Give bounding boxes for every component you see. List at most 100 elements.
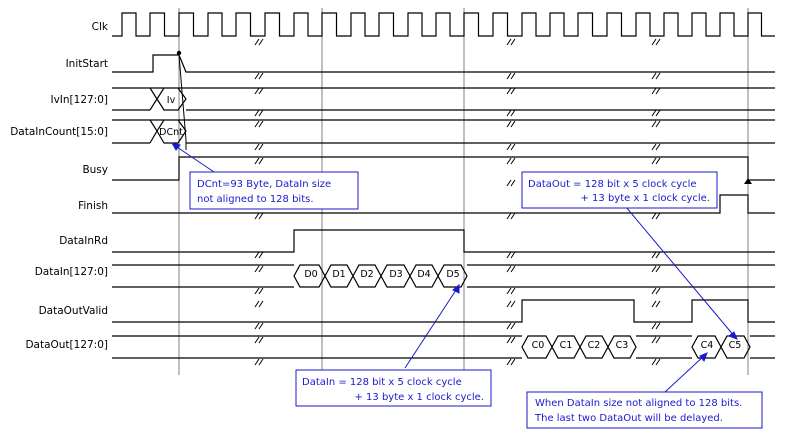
break-mark [651, 322, 661, 330]
datain-value: D5 [446, 269, 459, 280]
annotations: DCnt=93 Byte, DataIn size not aligned to… [189, 171, 763, 429]
dcnt-connector [173, 144, 215, 173]
delay-connector-head [699, 352, 708, 362]
break-mark [651, 87, 661, 95]
break-mark [506, 300, 516, 308]
wave-busy [112, 156, 775, 181]
dataout-note-box [521, 171, 718, 209]
break-marks [254, 38, 661, 366]
break-mark [506, 87, 516, 95]
datain-note-line-2: + 13 byte x 1 clock cycle. [354, 392, 484, 403]
dataout-connector [625, 206, 736, 338]
dataout-value: C0 [532, 340, 545, 351]
break-mark [254, 157, 264, 165]
break-mark [651, 287, 661, 295]
dataout-value: C4 [701, 340, 714, 351]
break-mark [651, 336, 661, 344]
annotation-connectors [170, 142, 738, 393]
label-datainrd: DataInRd [59, 235, 108, 247]
initstart-dot [176, 50, 182, 56]
bus-dataout [112, 335, 775, 359]
dataout-value: C5 [729, 340, 742, 351]
label-dataoutvalid: DataOutValid [39, 305, 108, 317]
break-mark [651, 300, 661, 308]
break-mark [506, 157, 516, 165]
datain-note: DataIn = 128 bit x 5 clock cycle + 13 by… [295, 369, 492, 407]
break-mark [254, 212, 264, 220]
label-finish: Finish [78, 200, 108, 212]
datain-connector-head [452, 283, 460, 294]
finish-arrowhead [744, 178, 752, 184]
break-mark [254, 87, 264, 95]
break-mark [506, 212, 516, 220]
signal-labels: Clk InitStart IvIn[127:0] DataInCount[15… [10, 21, 109, 351]
initstart-to-busy-arrow [178, 54, 187, 150]
dataincount-value: DCnt [159, 127, 183, 138]
delay-connector [664, 354, 706, 393]
dependency-markers [176, 50, 752, 184]
break-mark [254, 109, 264, 117]
break-mark [254, 265, 264, 273]
delay-note-box [526, 391, 763, 429]
dcnt-connector-head [170, 142, 181, 151]
break-mark [506, 265, 516, 273]
bus-ivin [112, 87, 775, 111]
break-mark [651, 358, 661, 366]
datain-connector [404, 286, 459, 369]
break-mark [651, 143, 661, 151]
label-dataout: DataOut[127:0] [25, 339, 108, 351]
break-mark [651, 109, 661, 117]
delay-note-line-1: When DataIn size not aligned to 128 bits… [535, 398, 742, 409]
break-mark [651, 251, 661, 259]
break-mark [506, 109, 516, 117]
break-mark [651, 157, 661, 165]
break-mark [506, 72, 516, 80]
datain-value: D2 [360, 269, 373, 280]
dataout-note-line-2: + 13 byte x 1 clock cycle. [580, 193, 710, 204]
wave-finish [112, 194, 775, 214]
delay-note: When DataIn size not aligned to 128 bits… [526, 391, 763, 429]
break-mark [254, 287, 264, 295]
ivin-value: Iv [167, 95, 176, 106]
dataout-note: DataOut = 128 bit x 5 clock cycle + 13 b… [521, 171, 718, 209]
label-busy: Busy [82, 164, 108, 176]
dataout-value: C1 [560, 340, 573, 351]
datain-note-line-1: DataIn = 128 bit x 5 clock cycle [302, 377, 462, 388]
dataout-connector-head [728, 331, 738, 340]
break-mark [506, 143, 516, 151]
dataout-value: C3 [616, 340, 629, 351]
break-mark [254, 322, 264, 330]
break-mark [254, 300, 264, 308]
dcnt-note-box [189, 171, 359, 210]
wave-clk [112, 12, 775, 37]
datain-note-box [295, 369, 492, 407]
break-mark [651, 72, 661, 80]
dataout-note-line-1: DataOut = 128 bit x 5 clock cycle [528, 179, 697, 190]
break-mark [506, 336, 516, 344]
dcnt-note-line-1: DCnt=93 Byte, DataIn size [197, 179, 331, 190]
break-mark [506, 179, 516, 187]
datain-value: D4 [417, 269, 430, 280]
break-mark [254, 120, 264, 128]
break-mark [506, 38, 516, 46]
break-mark [254, 251, 264, 259]
dcnt-note: DCnt=93 Byte, DataIn size not aligned to… [189, 171, 359, 210]
break-mark [506, 322, 516, 330]
delay-note-line-2: The last two DataOut will be delayed. [534, 413, 723, 424]
break-mark [506, 251, 516, 259]
break-mark [506, 358, 516, 366]
break-mark [506, 287, 516, 295]
break-mark [651, 38, 661, 46]
label-ivin: IvIn[127:0] [50, 94, 108, 106]
bus-dataincount [112, 119, 775, 144]
datain-value: D3 [389, 269, 402, 280]
break-mark [254, 38, 264, 46]
bus-labels: Iv DCnt D0 D1 D2 D3 D4 D5 C0 C1 C2 C3 C4… [159, 95, 741, 351]
label-initstart: InitStart [66, 58, 108, 70]
bus-datain [112, 264, 775, 288]
datain-value: D0 [304, 269, 317, 280]
label-clk: Clk [92, 21, 109, 33]
break-mark [254, 336, 264, 344]
break-mark [651, 212, 661, 220]
